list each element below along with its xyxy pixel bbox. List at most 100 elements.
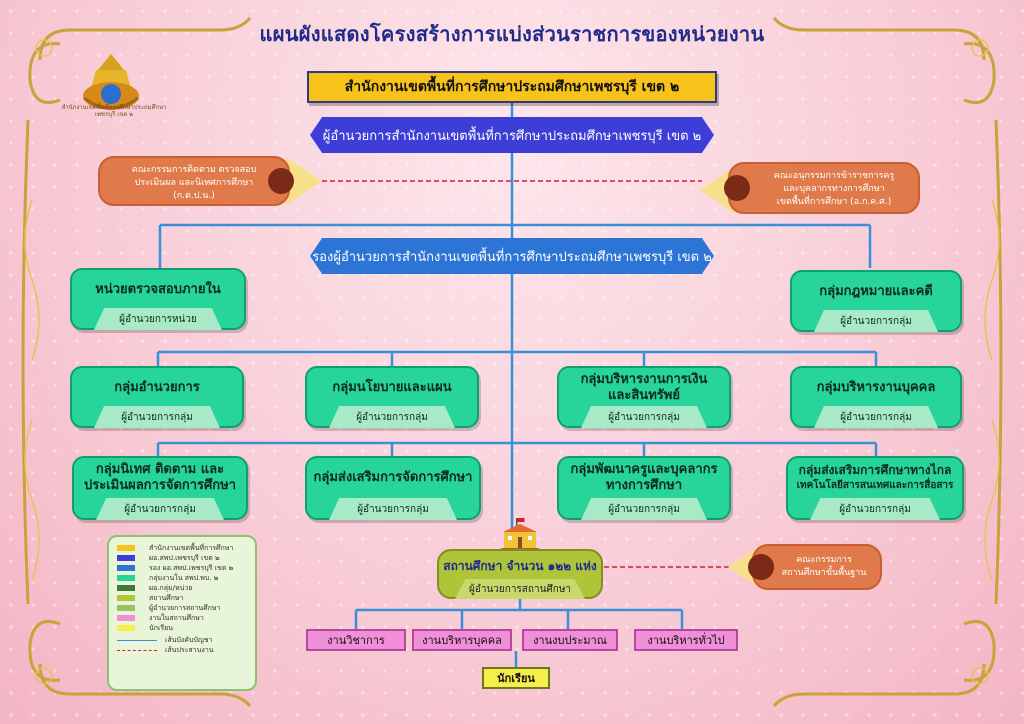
unit-law: กลุ่มกฎหมายและคดี ผู้อำนวยการกลุ่ม xyxy=(790,270,962,332)
group-policy-plan: กลุ่มนโยบายและแผน ผู้อำนวยการกลุ่ม xyxy=(305,366,479,428)
page-title: แผนผังแสดงโครงสร้างการแบ่งส่วนราชการของห… xyxy=(259,22,765,46)
group-name: กลุ่มพัฒนาครูและบุคลากร ทางการศึกษา xyxy=(559,462,729,494)
group-name-line1: กลุ่มส่งเสริมการศึกษาทางไกล xyxy=(798,463,952,477)
group-head: ผู้อำนวยการกลุ่ม xyxy=(329,406,455,428)
unit-head: ผู้อำนวยการหน่วย xyxy=(94,308,222,330)
group-name-line1: กลุ่มนิเทศ ติดตาม และ xyxy=(95,462,225,477)
legend-label: เส้นบังคับบัญชา xyxy=(165,635,213,644)
work-academic: งานวิชาการ xyxy=(306,629,406,651)
office-box: สำนักงานเขตพื้นที่การศึกษาประถมศึกษาเพชร… xyxy=(307,71,717,103)
legend-label: ผอ.สพป.เพชรบุรี เขต ๒ xyxy=(149,553,220,562)
unit-name: หน่วยตรวจสอบภายใน xyxy=(95,282,221,297)
emblem-caption: สำนักงานเขตพื้นที่การศึกษาประถมศึกษาเพชร… xyxy=(61,104,167,118)
group-head: ผู้อำนวยการกลุ่ม xyxy=(96,498,224,520)
committee-dot-icon xyxy=(724,175,750,201)
legend-label: งานในสถานศึกษา xyxy=(149,613,204,622)
group-distance-ict: กลุ่มส่งเสริมการศึกษาทางไกล เทคโนโลยีสาร… xyxy=(786,456,964,520)
committee-dot-icon xyxy=(268,168,294,194)
school-head: ผู้อำนวยการสถานศึกษา xyxy=(455,579,585,599)
group-name-line2: ประเมินผลการจัดการศึกษา xyxy=(83,478,237,493)
deputy-director-box: รองผู้อำนวยการสำนักงานเขตพื้นที่การศึกษา… xyxy=(310,238,714,274)
group-head: ผู้อำนวยการกลุ่ม xyxy=(94,406,220,428)
legend-item: งานในสถานศึกษา xyxy=(117,613,247,623)
legend-swatch-icon xyxy=(117,545,135,551)
legend-swatch-icon xyxy=(117,565,135,571)
committee-line: เขตพื้นที่การศึกษา (อ.ก.ค.ศ.) xyxy=(776,197,892,207)
group-name-line2: และสินทรัพย์ xyxy=(608,388,680,403)
legend-item: กลุ่มงานใน สพป.พบ. ๒ xyxy=(117,573,247,583)
committee-personnel: คณะอนุกรรมการข้าราชการครู และบุคลากรทางก… xyxy=(724,162,920,214)
group-name: กลุ่มส่งเสริมการจัดการศึกษา xyxy=(313,470,473,485)
group-education-promotion: กลุ่มส่งเสริมการจัดการศึกษา ผู้อำนวยการก… xyxy=(305,456,481,520)
group-name: กลุ่มบริหารงานบุคคล xyxy=(816,380,936,395)
legend-label: เส้นประสานงาน xyxy=(165,645,214,654)
group-name-line1: กลุ่มพัฒนาครูและบุคลากร xyxy=(570,462,718,477)
committee-line: สถานศึกษาขั้นพื้นฐาน xyxy=(781,568,867,578)
group-supervision: กลุ่มนิเทศ ติดตาม และ ประเมินผลการจัดการ… xyxy=(72,456,248,520)
legend-label: สถานศึกษา xyxy=(149,593,184,602)
unit-head: ผู้อำนวยการกลุ่ม xyxy=(814,310,938,332)
committee-line: ประเมินผล และนิเทศการศึกษา xyxy=(134,178,254,188)
legend-item: สถานศึกษา xyxy=(117,593,247,603)
unit-internal-audit: หน่วยตรวจสอบภายใน ผู้อำนวยการหน่วย xyxy=(70,268,246,330)
school-box: สถานศึกษา จำนวน ๑๒๒ แห่ง ผู้อำนวยการสถาน… xyxy=(437,549,603,599)
group-name: กลุ่มนิเทศ ติดตาม และ ประเมินผลการจัดการ… xyxy=(74,462,246,494)
office-emblem-icon xyxy=(83,54,139,110)
group-teacher-development: กลุ่มพัฒนาครูและบุคลากร ทางการศึกษา ผู้อ… xyxy=(557,456,731,520)
legend-coord-line: เส้นประสานงาน xyxy=(117,645,247,655)
group-head: ผู้อำนวยการกลุ่ม xyxy=(810,498,940,520)
school-building-icon xyxy=(501,518,539,552)
dashed-line-icon xyxy=(117,649,157,651)
legend: สำนักงานเขตพื้นที่การศึกษาผอ.สพป.เพชรบุร… xyxy=(107,535,257,691)
legend-swatch-icon xyxy=(117,595,135,601)
committee-line: และบุคลากรทางการศึกษา xyxy=(783,184,885,194)
legend-swatch-icon xyxy=(117,615,135,621)
legend-label: ผอ.กลุ่ม/หน่วย xyxy=(149,583,193,592)
legend-item: ผู้อำนวยการสถานศึกษา xyxy=(117,603,247,613)
director-box: ผู้อำนวยการสำนักงานเขตพื้นที่การศึกษาประ… xyxy=(310,117,714,153)
committee-dot-icon xyxy=(748,554,774,580)
legend-item: สำนักงานเขตพื้นที่การศึกษา xyxy=(117,543,247,553)
committee-line: คณะอนุกรรมการข้าราชการครู xyxy=(773,171,895,181)
group-name: กลุ่มบริหารงานการเงิน และสินทรัพย์ xyxy=(559,372,729,404)
student-box: นักเรียน xyxy=(482,667,550,689)
legend-item: ผอ.กลุ่ม/หน่วย xyxy=(117,583,247,593)
work-general: งานบริหารทั่วไป xyxy=(634,629,738,651)
unit-name: กลุ่มกฎหมายและคดี xyxy=(819,284,933,299)
legend-item: รอง ผอ.สพป.เพชรบุรี เขต ๒ xyxy=(117,563,247,573)
legend-label: สำนักงานเขตพื้นที่การศึกษา xyxy=(149,543,234,552)
legend-swatch-icon xyxy=(117,555,135,561)
group-head: ผู้อำนวยการกลุ่ม xyxy=(581,406,707,428)
committee-line: (ก.ต.ป.น.) xyxy=(173,191,215,201)
committee-line: คณะกรรมการติดตาม ตรวจสอบ xyxy=(131,165,257,175)
work-personnel: งานบริหารบุคคล xyxy=(412,629,512,651)
legend-command-line: เส้นบังคับบัญชา xyxy=(117,635,247,645)
legend-swatch-icon xyxy=(117,625,135,631)
group-name: กลุ่มอำนวยการ xyxy=(114,380,200,395)
group-head: ผู้อำนวยการกลุ่ม xyxy=(329,498,457,520)
committee-line: คณะกรรมการ xyxy=(796,555,852,565)
committee-school-board: คณะกรรมการ สถานศึกษาขั้นพื้นฐาน xyxy=(748,544,882,590)
group-finance-assets: กลุ่มบริหารงานการเงิน และสินทรัพย์ ผู้อำ… xyxy=(557,366,731,428)
committee-monitoring: คณะกรรมการติดตาม ตรวจสอบ ประเมินผล และนิ… xyxy=(98,156,294,206)
group-head: ผู้อำนวยการกลุ่ม xyxy=(814,406,938,428)
work-budget: งานงบประมาณ xyxy=(522,629,618,651)
legend-label: ผู้อำนวยการสถานศึกษา xyxy=(149,603,221,612)
legend-item: ผอ.สพป.เพชรบุรี เขต ๒ xyxy=(117,553,247,563)
legend-swatch-icon xyxy=(117,585,135,591)
legend-swatch-icon xyxy=(117,605,135,611)
group-administration: กลุ่มอำนวยการ ผู้อำนวยการกลุ่ม xyxy=(70,366,244,428)
legend-item: นักเรียน xyxy=(117,623,247,633)
group-personnel: กลุ่มบริหารงานบุคคล ผู้อำนวยการกลุ่ม xyxy=(790,366,962,428)
group-name-line2: ทางการศึกษา xyxy=(605,478,683,493)
group-name-line2: เทคโนโลยีสารสนเทศและการสื่อสาร xyxy=(796,480,954,491)
legend-label: กลุ่มงานใน สพป.พบ. ๒ xyxy=(149,573,219,582)
legend-swatch-icon xyxy=(117,575,135,581)
group-name: กลุ่มส่งเสริมการศึกษาทางไกล เทคโนโลยีสาร… xyxy=(788,462,962,494)
group-head: ผู้อำนวยการกลุ่ม xyxy=(581,498,707,520)
school-name: สถานศึกษา จำนวน ๑๒๒ แห่ง xyxy=(443,559,597,573)
group-name: กลุ่มนโยบายและแผน xyxy=(332,380,452,395)
solid-line-icon xyxy=(117,639,157,641)
